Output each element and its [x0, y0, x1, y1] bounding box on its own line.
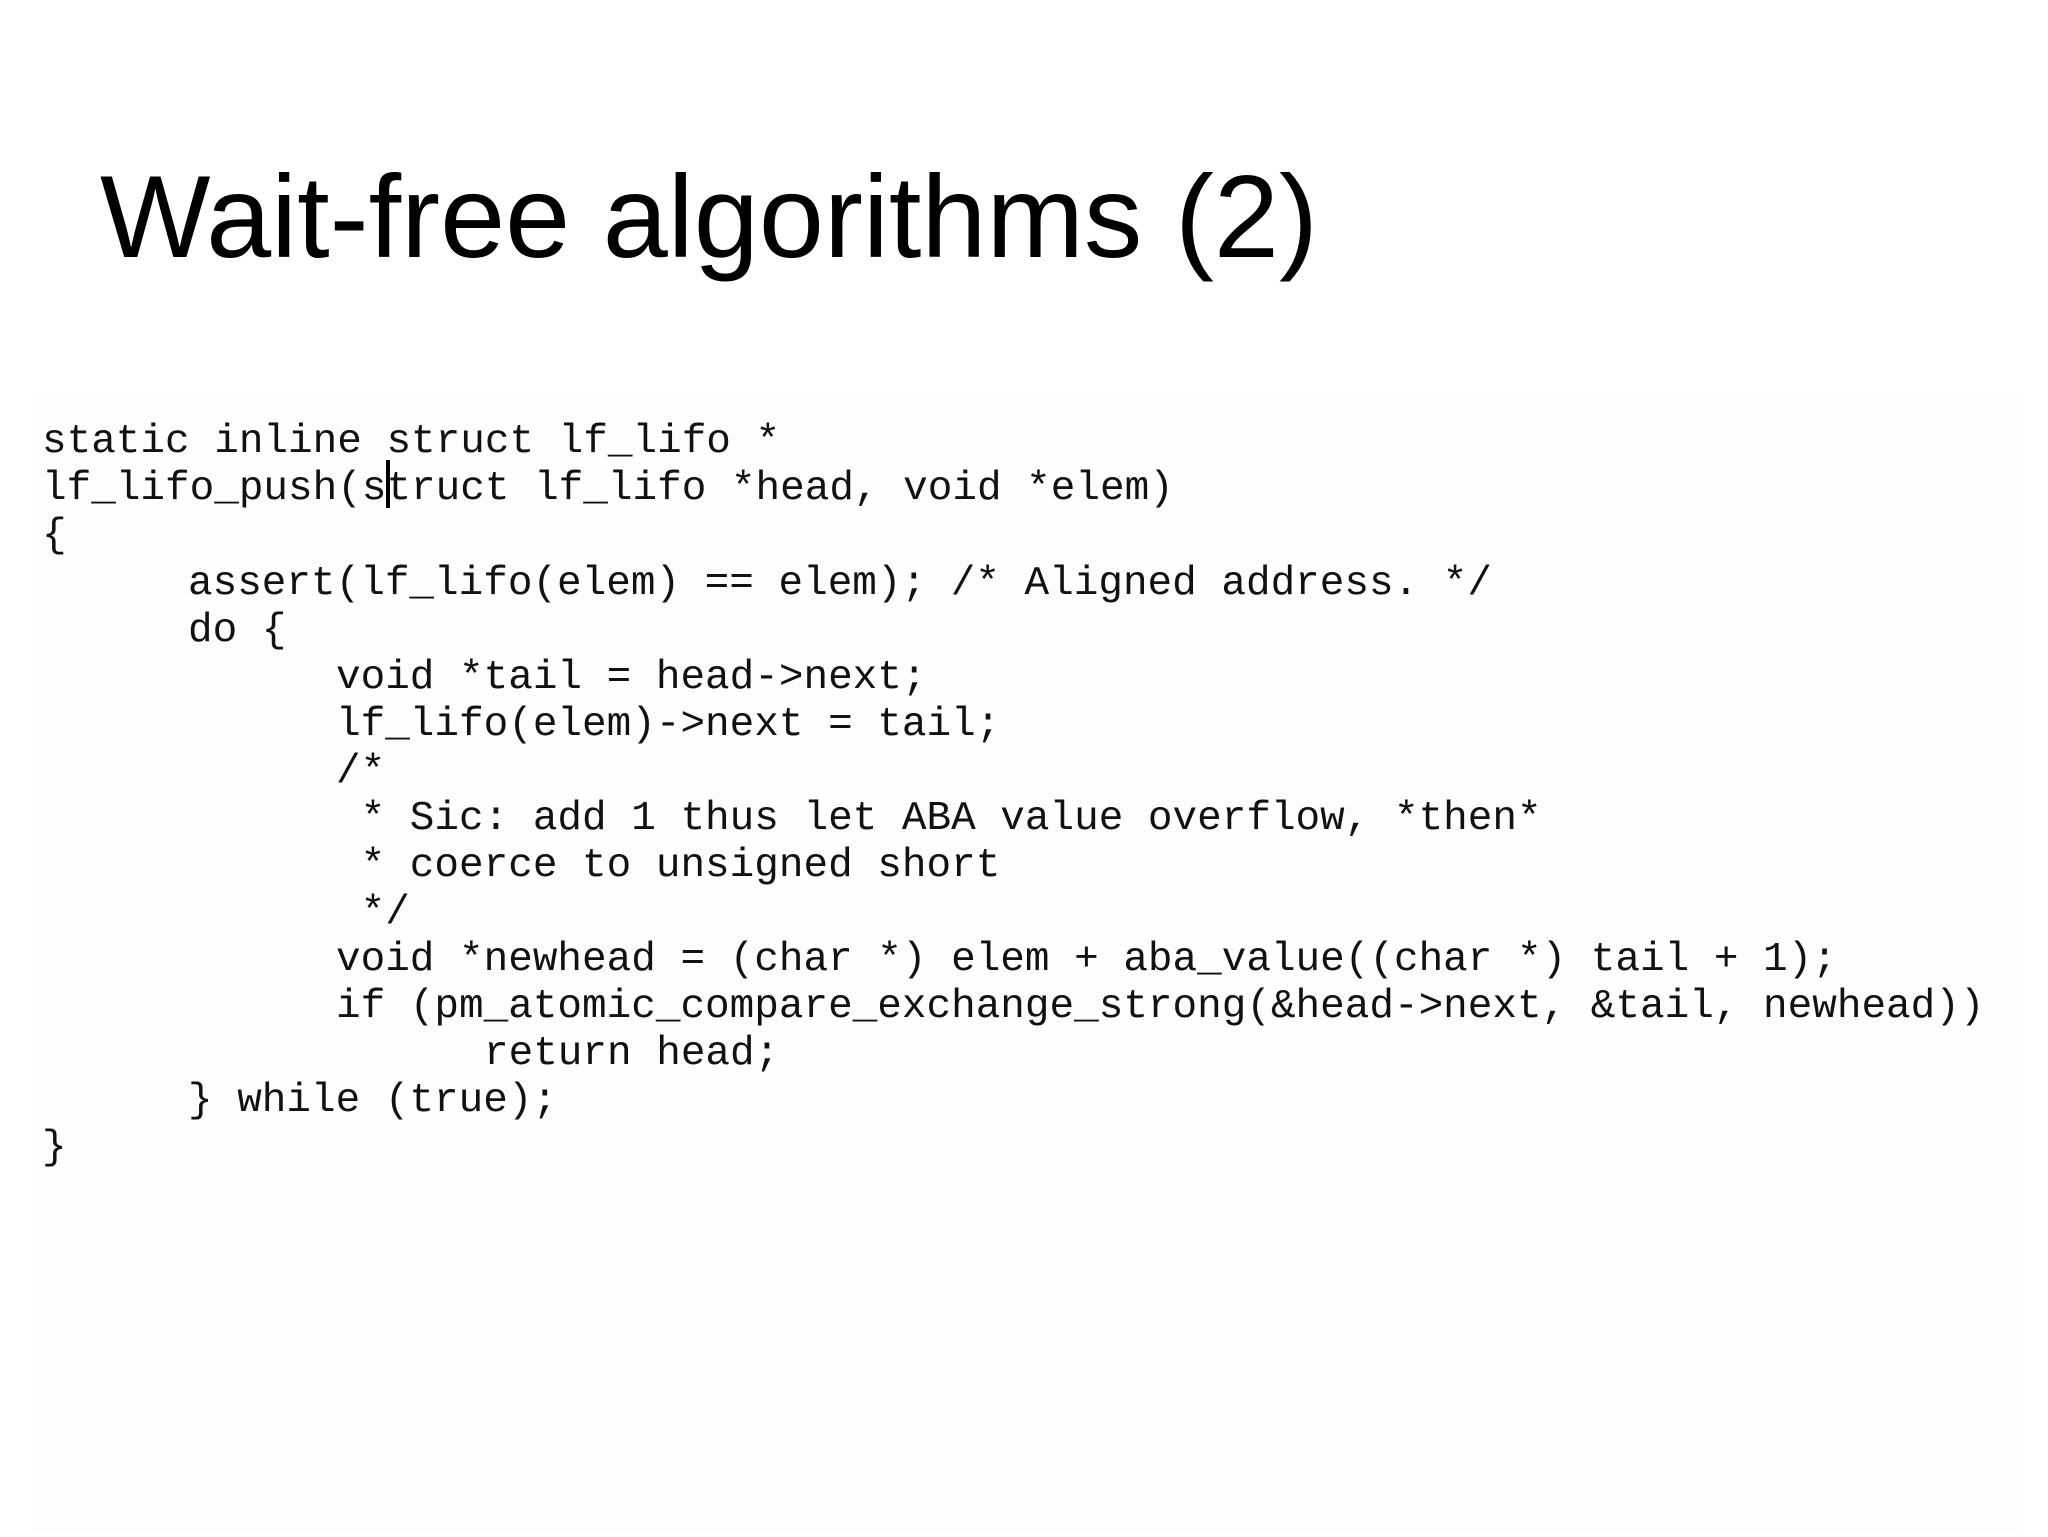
code-line-6: void *tail = head->next;	[336, 655, 927, 701]
code-line-9: * Sic: add 1 thus let ABA value overflow…	[336, 796, 1542, 842]
code-line-3: {	[42, 513, 67, 559]
code-line-11: */	[336, 890, 410, 936]
code-line-16: }	[42, 1125, 67, 1171]
code-line-7: lf_lifo(elem)->next = tail;	[336, 702, 1001, 748]
code-line-14: return head;	[484, 1031, 780, 1077]
code-line-12: void *newhead = (char *) elem + aba_valu…	[336, 937, 1837, 983]
code-line-1: static inline struct lf_lifo *	[42, 419, 781, 465]
text-cursor	[386, 460, 390, 508]
code-line-2: lf_lifo_push(struct lf_lifo *head, void …	[42, 466, 1174, 512]
code-line-4: assert(lf_lifo(elem) == elem); /* Aligne…	[188, 561, 1493, 607]
code-line-5: do {	[188, 608, 287, 654]
code-line-10: * coerce to unsigned short	[336, 843, 1001, 889]
code-line-8: /*	[336, 749, 386, 795]
code-line-15: } while (true);	[188, 1078, 558, 1124]
slide-title: Wait-free algorithms (2)	[100, 151, 1318, 282]
code-block-background	[32, 398, 2022, 1533]
code-line-13: if (pm_atomic_compare_exchange_strong(&h…	[336, 984, 1985, 1030]
